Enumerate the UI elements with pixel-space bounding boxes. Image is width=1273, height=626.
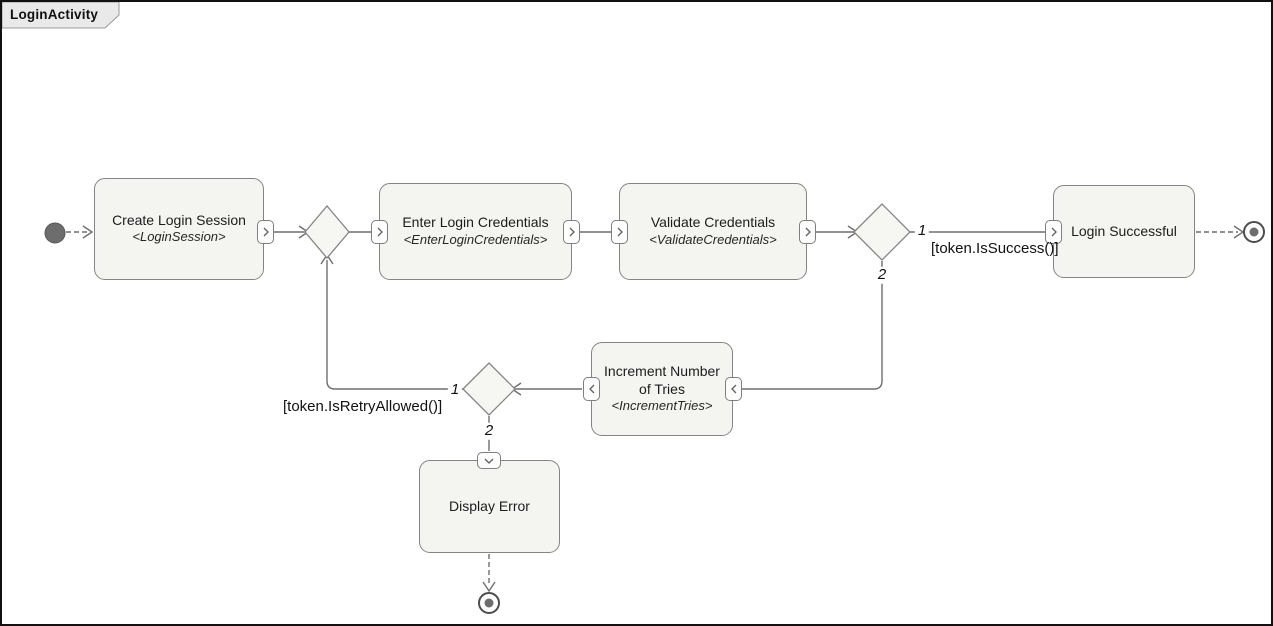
chevron-left-icon: [588, 384, 594, 394]
chevron-right-icon: [1051, 227, 1057, 237]
node-title: Create Login Session: [112, 211, 246, 228]
output-pin-increment[interactable]: [583, 377, 600, 401]
chevron-left-icon: [730, 384, 736, 394]
branch-label-retry: 1: [447, 381, 463, 399]
activity-increment-tries[interactable]: Increment Number of Tries <IncrementTrie…: [591, 342, 733, 436]
chevron-right-icon: [263, 227, 269, 237]
branch-label-success: 1: [914, 222, 930, 240]
arrowhead-start-to-create: [82, 225, 94, 239]
input-pin-enter[interactable]: [371, 220, 388, 244]
node-title: Login Successful: [1071, 222, 1177, 239]
branch-label-failure: 2: [874, 266, 890, 284]
node-title: Enter Login Credentials: [402, 214, 549, 231]
final-node-success[interactable]: [1243, 221, 1265, 243]
edge-retry-to-merge[interactable]: [326, 260, 463, 390]
decision-node-retry[interactable]: [462, 362, 516, 416]
guard-label-success: [token.IsSuccess()]: [931, 240, 1059, 257]
arrowhead-display-to-final: [482, 581, 496, 593]
output-pin-create[interactable]: [257, 220, 274, 244]
output-pin-validate[interactable]: [799, 220, 816, 244]
decision-node-success[interactable]: [853, 203, 911, 261]
initial-node[interactable]: [44, 222, 66, 244]
input-pin-increment[interactable]: [725, 377, 742, 401]
activity-login-successful[interactable]: Login Successful: [1053, 185, 1195, 278]
node-stereotype: <EnterLoginCredentials>: [403, 231, 548, 247]
diagram-title: LoginActivity: [10, 7, 99, 22]
guard-label-retry: [token.IsRetryAllowed()]: [283, 398, 443, 415]
input-pin-validate[interactable]: [611, 220, 628, 244]
node-title: Display Error: [449, 497, 530, 514]
diagram-tab-shape: [2, 2, 120, 29]
chevron-right-icon: [377, 227, 383, 237]
edge-decision-to-increment[interactable]: [742, 261, 883, 390]
input-pin-display-error[interactable]: [477, 452, 501, 469]
chevron-down-icon: [484, 458, 494, 464]
activity-enter-login-credentials[interactable]: Enter Login Credentials <EnterLoginCrede…: [379, 183, 572, 280]
activity-validate-credentials[interactable]: Validate Credentials <ValidateCredential…: [619, 183, 807, 280]
final-node-error[interactable]: [478, 592, 500, 614]
activity-create-login-session[interactable]: Create Login Session <LoginSession>: [94, 178, 264, 280]
activity-display-error[interactable]: Display Error: [419, 460, 560, 553]
arrowhead-login-to-final: [1233, 225, 1245, 239]
node-stereotype: <LoginSession>: [132, 229, 226, 245]
chevron-right-icon: [569, 227, 575, 237]
output-pin-enter[interactable]: [563, 220, 580, 244]
node-title: Increment Number of Tries: [604, 363, 720, 397]
node-title: Validate Credentials: [650, 214, 776, 231]
input-pin-login-successful[interactable]: [1045, 220, 1062, 244]
node-stereotype: <ValidateCredentials>: [649, 231, 777, 247]
branch-label-no-retry: 2: [481, 422, 497, 440]
merge-node[interactable]: [304, 204, 350, 260]
chevron-right-icon: [617, 227, 623, 237]
node-stereotype: <IncrementTries>: [611, 398, 713, 414]
chevron-right-icon: [805, 227, 811, 237]
